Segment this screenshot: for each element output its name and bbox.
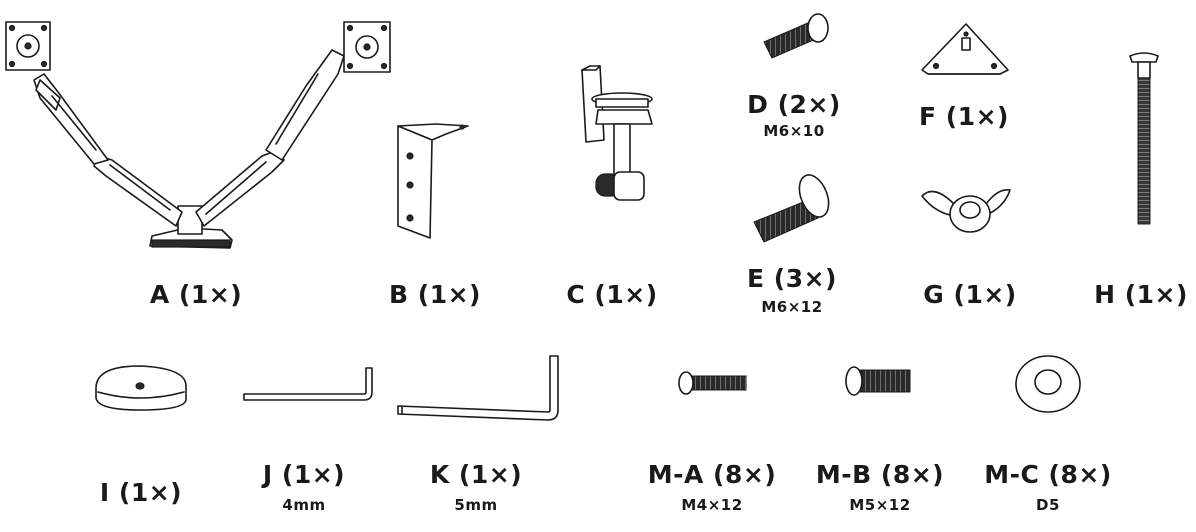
part-spec-j: 4mm — [282, 496, 326, 514]
part-label-e: E (3×) — [747, 264, 837, 293]
hex-key-4mm-illustration — [243, 367, 373, 401]
part-spec-e: M6×12 — [761, 298, 823, 316]
part-spec-m-c: D5 — [1036, 496, 1060, 514]
triangle-plate-illustration — [921, 23, 1009, 75]
screw-m5x12-illustration — [845, 366, 911, 396]
part-spec-m-a: M4×12 — [681, 496, 743, 514]
part-spec-d: M6×10 — [763, 122, 825, 140]
part-label-m-b: M-B (8×) — [815, 460, 945, 489]
carriage-bolt-illustration — [1129, 52, 1159, 225]
dual-monitor-arm-illustration — [5, 21, 391, 249]
part-spec-m-b: M5×12 — [849, 496, 911, 514]
part-label-b: B (1×) — [389, 280, 481, 309]
part-spec-k: 5mm — [454, 496, 498, 514]
vesa-plate-left-icon — [5, 21, 51, 71]
part-label-c: C (1×) — [566, 280, 658, 309]
part-label-f: F (1×) — [919, 102, 1009, 131]
part-label-m-c: M-C (8×) — [984, 460, 1112, 489]
part-label-g: G (1×) — [923, 280, 1017, 309]
wing-nut-illustration — [921, 188, 1011, 233]
vesa-plate-right-icon — [343, 21, 391, 73]
angle-bracket-illustration — [397, 123, 469, 239]
hex-key-5mm-illustration — [397, 355, 559, 421]
part-label-d: D (2×) — [747, 90, 841, 119]
screw-m6x12-illustration — [753, 174, 830, 243]
screw-m4x12-illustration — [678, 371, 747, 395]
foam-pad-illustration — [95, 365, 187, 411]
part-label-m-a: M-A (8×) — [647, 460, 777, 489]
part-label-a: A (1×) — [149, 280, 243, 309]
desk-clamp-illustration — [581, 65, 653, 201]
part-label-k: K (1×) — [429, 460, 523, 489]
washer-d5-illustration — [1015, 355, 1081, 413]
part-label-h: H (1×) — [1094, 280, 1188, 309]
part-label-i: I (1×) — [99, 478, 183, 507]
screw-m6x10-illustration — [763, 13, 829, 59]
part-label-j: J (1×) — [262, 460, 346, 489]
